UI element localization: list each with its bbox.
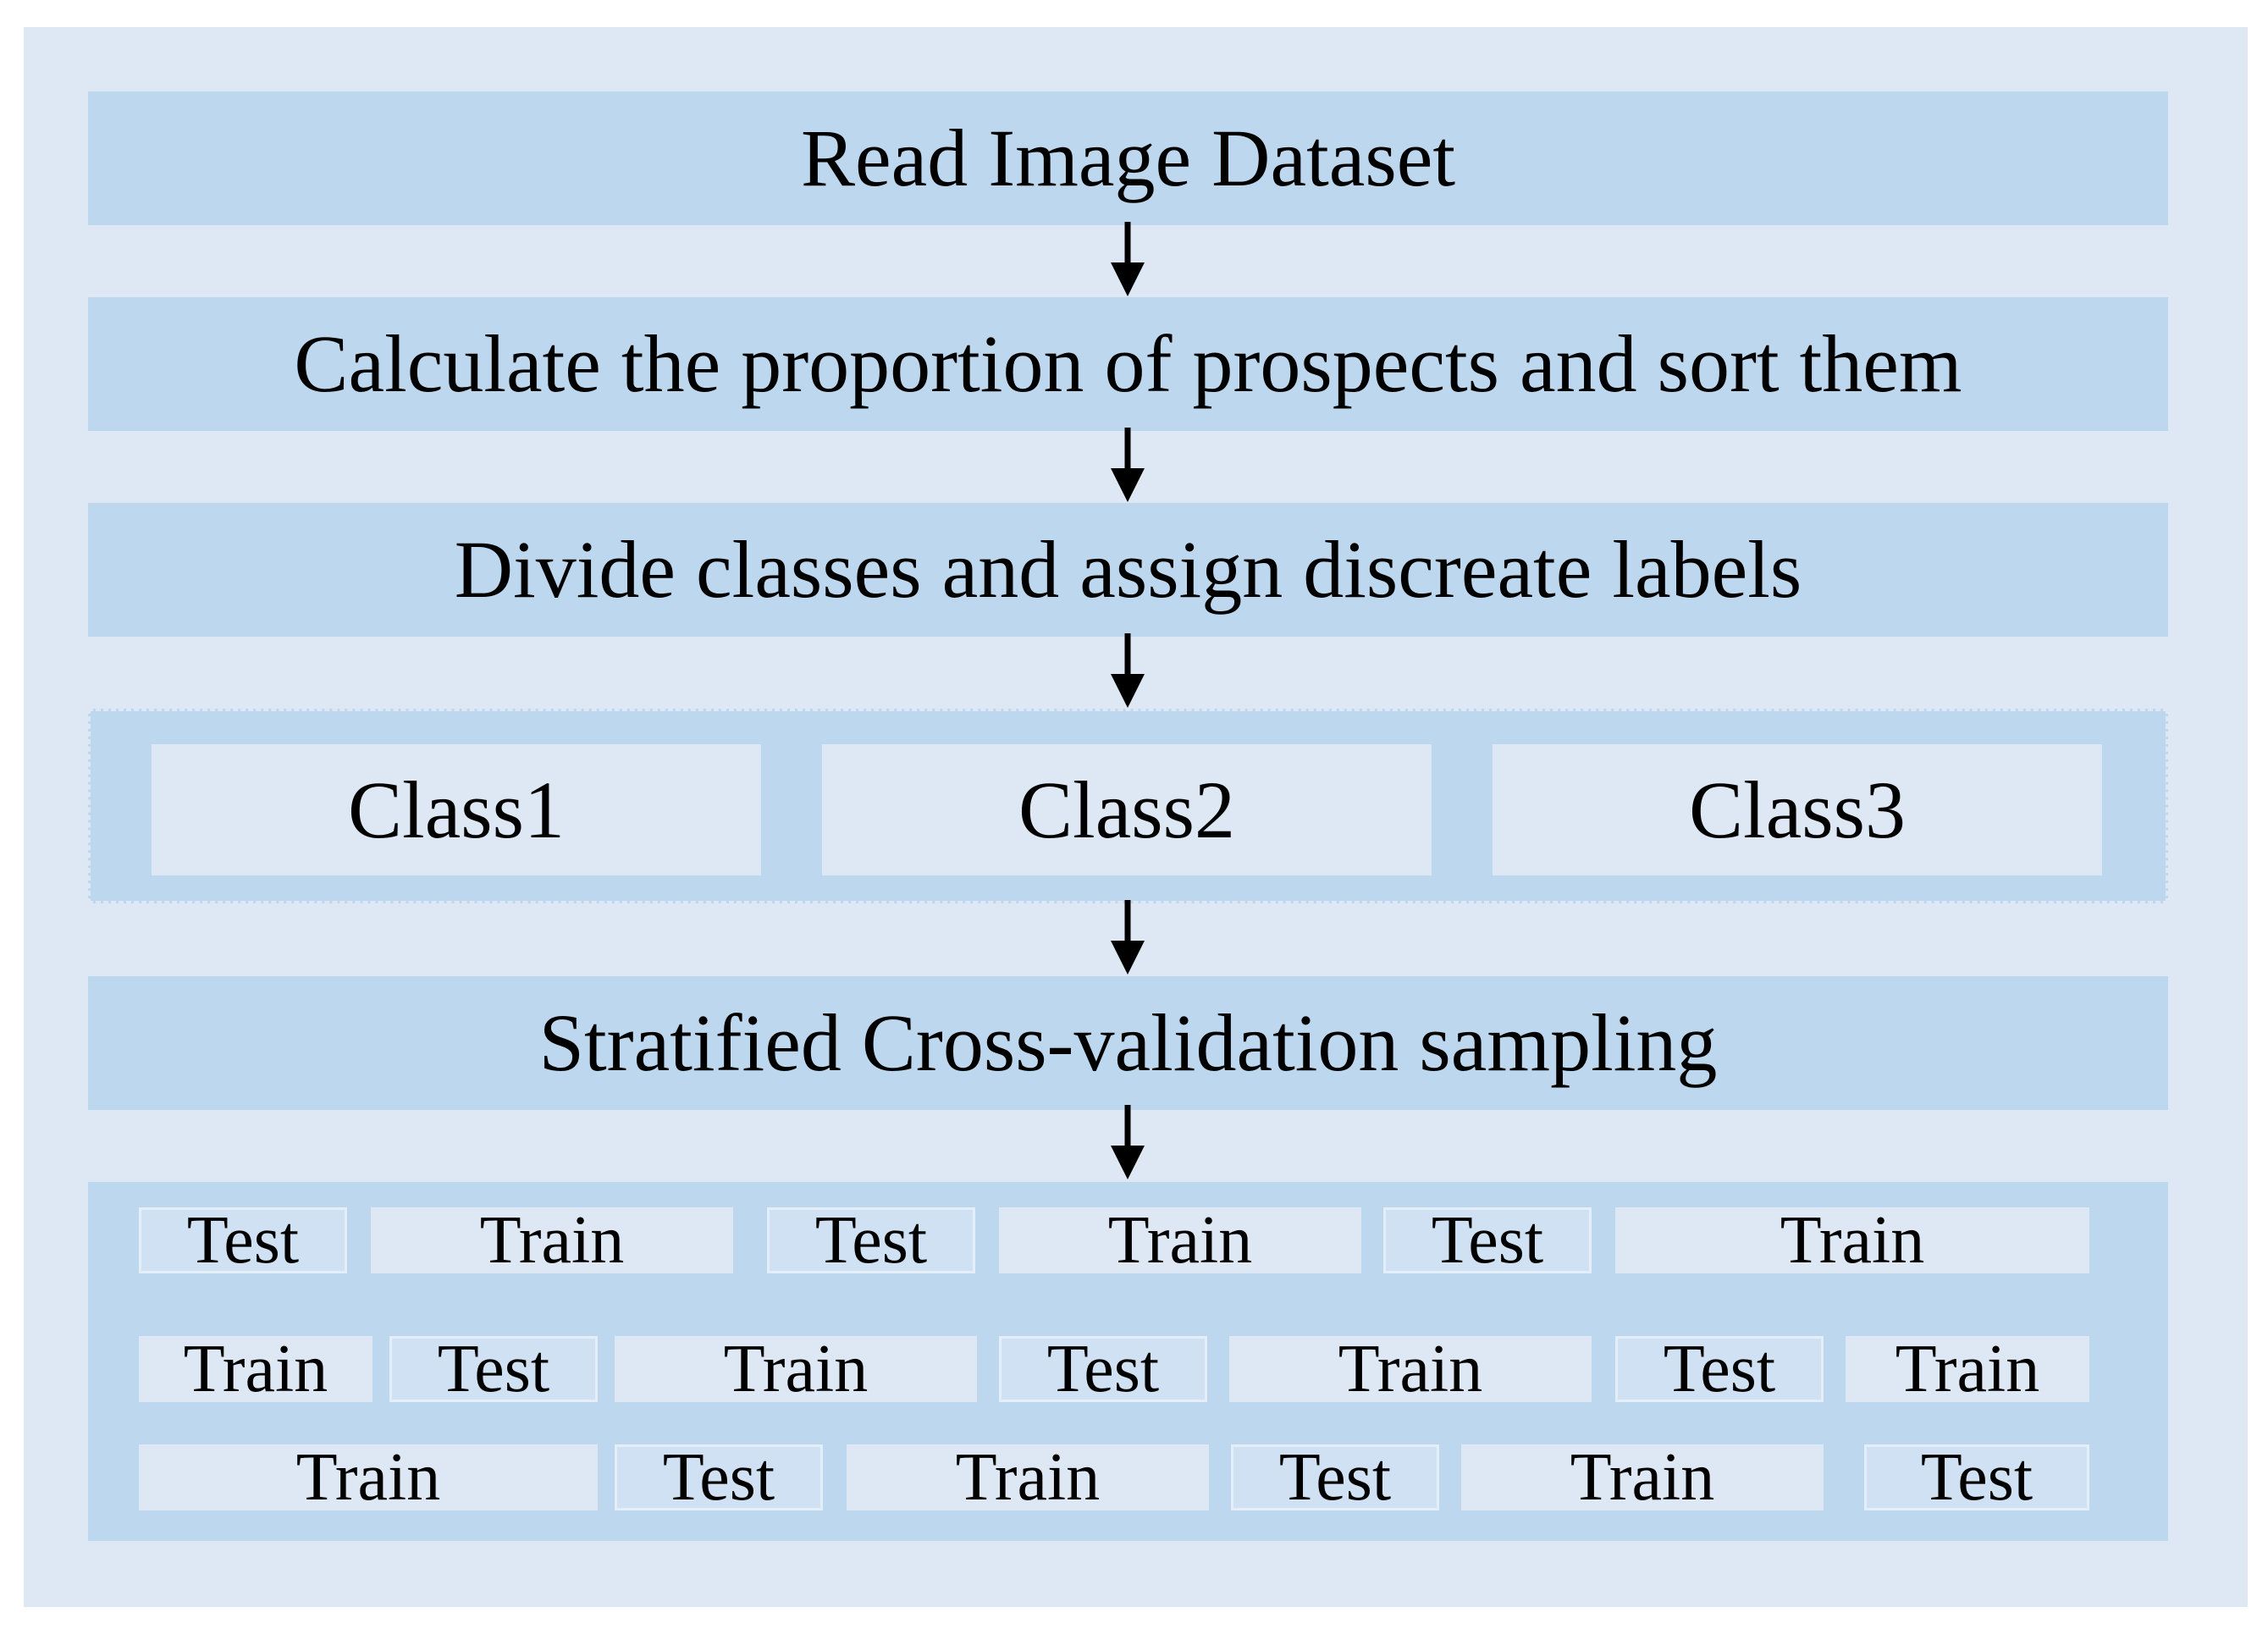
class-box-2: Class2 <box>822 744 1432 875</box>
fold-cell-label: Train <box>955 1440 1101 1515</box>
fold-cell-label: Train <box>1338 1332 1483 1406</box>
fold-cell-label: Train <box>295 1440 441 1515</box>
fold-cell-train: Train <box>1229 1332 1592 1406</box>
fold-cell-train: Train <box>847 1440 1209 1515</box>
class-label: Class1 <box>347 765 566 855</box>
fold-cell-test: Test <box>1231 1440 1439 1515</box>
fold-cell-label: Test <box>1920 1440 2033 1515</box>
class-box-1: Class1 <box>152 744 761 875</box>
fold-cell-test: Test <box>1383 1203 1592 1278</box>
fold-cell-test: Test <box>1615 1332 1824 1406</box>
fold-cell-label: Test <box>437 1332 550 1406</box>
fold-cell-label: Train <box>479 1203 625 1278</box>
fold-cell-label: Train <box>1107 1203 1253 1278</box>
step-stratified-sampling: Stratified Cross-validation sampling <box>88 976 2168 1110</box>
fold-cell-test: Test <box>139 1203 347 1278</box>
fold-cell-label: Test <box>814 1203 928 1278</box>
fold-cell-label: Train <box>1570 1440 1715 1515</box>
fold-cell-label: Test <box>662 1440 775 1515</box>
step-read-label: Read Image Dataset <box>801 113 1455 203</box>
fold-cell-label: Train <box>183 1332 328 1406</box>
fold-cell-test: Test <box>1864 1440 2089 1515</box>
fold-cell-train: Train <box>139 1332 372 1406</box>
fold-cell-label: Train <box>1780 1203 1925 1278</box>
fold-cell-test: Test <box>999 1332 1207 1406</box>
step-calculate-label: Calculate the proportion of prospects an… <box>294 318 1962 409</box>
step-read-dataset: Read Image Dataset <box>88 91 2168 225</box>
step-divide-classes: Divide classes and assign discreate labe… <box>88 503 2168 637</box>
class-label: Class2 <box>1018 765 1236 855</box>
fold-cell-test: Test <box>767 1203 975 1278</box>
class-label: Class3 <box>1688 765 1907 855</box>
arrow-down-icon <box>1111 633 1145 708</box>
fold-cell-train: Train <box>139 1440 598 1515</box>
step-sampling-label: Stratified Cross-validation sampling <box>538 997 1718 1088</box>
fold-cell-train: Train <box>999 1203 1361 1278</box>
arrow-down-icon <box>1111 428 1145 502</box>
fold-cell-label: Test <box>1663 1332 1776 1406</box>
fold-cell-train: Train <box>1846 1332 2089 1406</box>
cross-validation-folds: Test Train Test Train Test Train Train T… <box>88 1182 2168 1541</box>
step-calculate-proportion: Calculate the proportion of prospects an… <box>88 297 2168 431</box>
fold-cell-label: Test <box>1278 1440 1392 1515</box>
fold-cell-test: Test <box>389 1332 598 1406</box>
fold-cell-train: Train <box>615 1332 977 1406</box>
fold-cell-train: Train <box>1615 1203 2089 1278</box>
fold-cell-label: Test <box>1431 1203 1544 1278</box>
fold-cell-test: Test <box>615 1440 823 1515</box>
fold-cell-label: Train <box>723 1332 869 1406</box>
fold-cell-label: Test <box>1046 1332 1160 1406</box>
class-group: Class1 Class2 Class3 <box>88 709 2168 903</box>
arrow-down-icon <box>1111 222 1145 296</box>
fold-cell-label: Test <box>186 1203 300 1278</box>
fold-cell-train: Train <box>371 1203 733 1278</box>
arrow-down-icon <box>1111 900 1145 975</box>
fold-cell-train: Train <box>1461 1440 1824 1515</box>
fold-cell-label: Train <box>1895 1332 2040 1406</box>
arrow-down-icon <box>1111 1105 1145 1179</box>
step-divide-label: Divide classes and assign discreate labe… <box>454 524 1802 615</box>
class-box-3: Class3 <box>1493 744 2102 875</box>
